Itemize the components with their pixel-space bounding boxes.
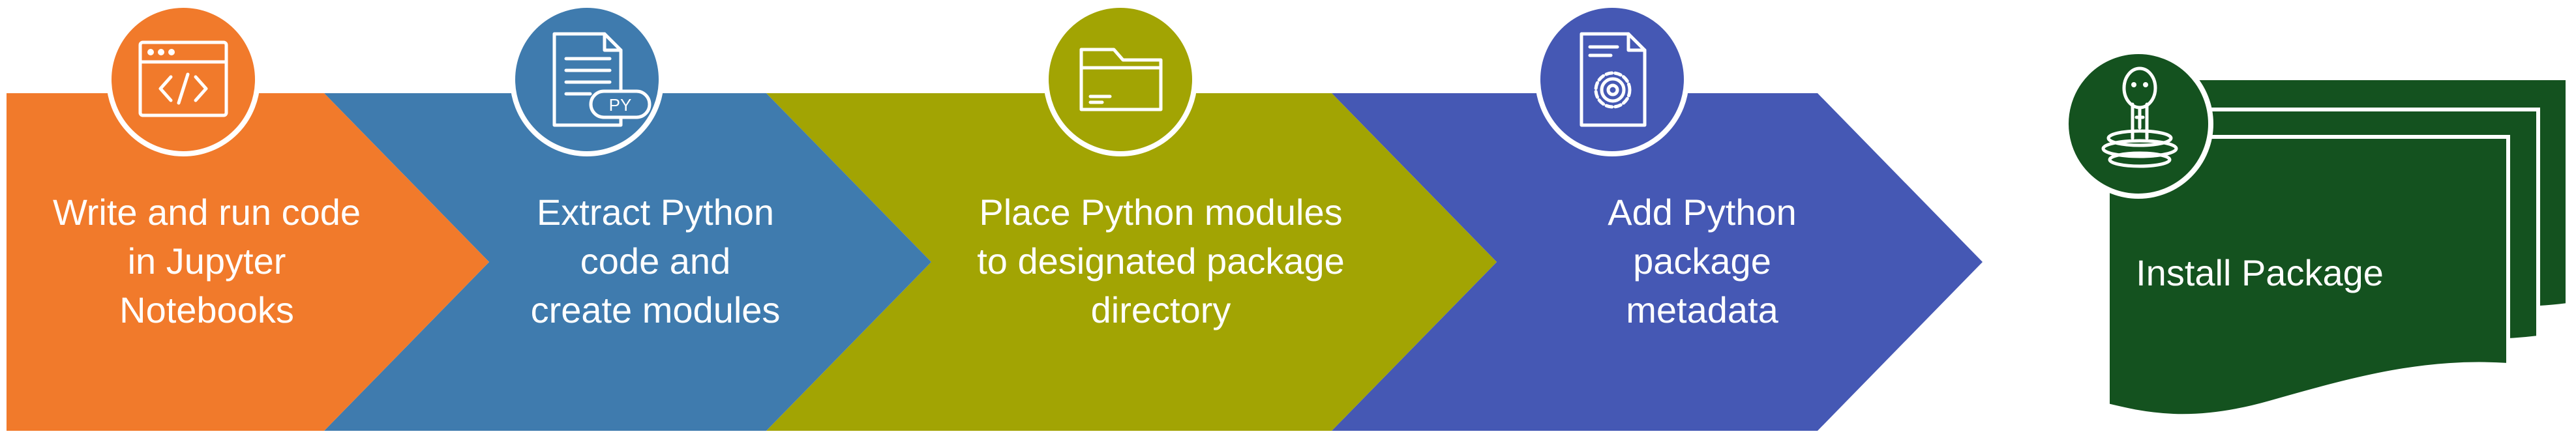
install-package-page-front — [2106, 135, 2510, 418]
step-metadata-chevron — [1332, 93, 1983, 431]
step-metadata-label-3: metadata — [1626, 289, 1778, 330]
install-package-card: Install Package — [2106, 76, 2569, 418]
code-window-icon — [106, 3, 260, 156]
step-place-label-1: Place Python modules — [979, 192, 1342, 233]
step-extract-chevron — [324, 93, 931, 431]
step-place-label-3: directory — [1091, 289, 1231, 330]
python-file-icon-text: PY — [609, 95, 632, 115]
python-file-icon: PY — [510, 3, 664, 156]
step-extract-label-1: Extract Python — [537, 192, 774, 233]
snake-basket-icon — [2063, 49, 2213, 199]
document-gear-icon — [1535, 3, 1689, 156]
step-place-chevron — [766, 93, 1497, 431]
step-metadata-label-1: Add Python — [1608, 192, 1797, 233]
step-write-label-1: Write and run code — [53, 192, 361, 233]
step-write: Write and run code in Jupyter Notebooks — [7, 93, 489, 431]
step-place: Place Python modules to designated packa… — [766, 93, 1497, 431]
step-write-chevron — [7, 93, 489, 431]
step-write-label-2: in Jupyter — [128, 240, 286, 282]
folder-icon — [1043, 3, 1197, 156]
step-extract: Extract Python code and create modules — [324, 93, 931, 431]
step-metadata-label-2: package — [1633, 240, 1771, 282]
step-extract-label-2: code and — [580, 240, 730, 282]
step-metadata: Add Python package metadata — [1332, 93, 1983, 431]
step-write-label-3: Notebooks — [119, 289, 294, 330]
install-package-label: Install Package — [2136, 252, 2384, 293]
step-place-label-2: to designated package — [977, 240, 1345, 282]
step-extract-label-3: create modules — [531, 289, 781, 330]
